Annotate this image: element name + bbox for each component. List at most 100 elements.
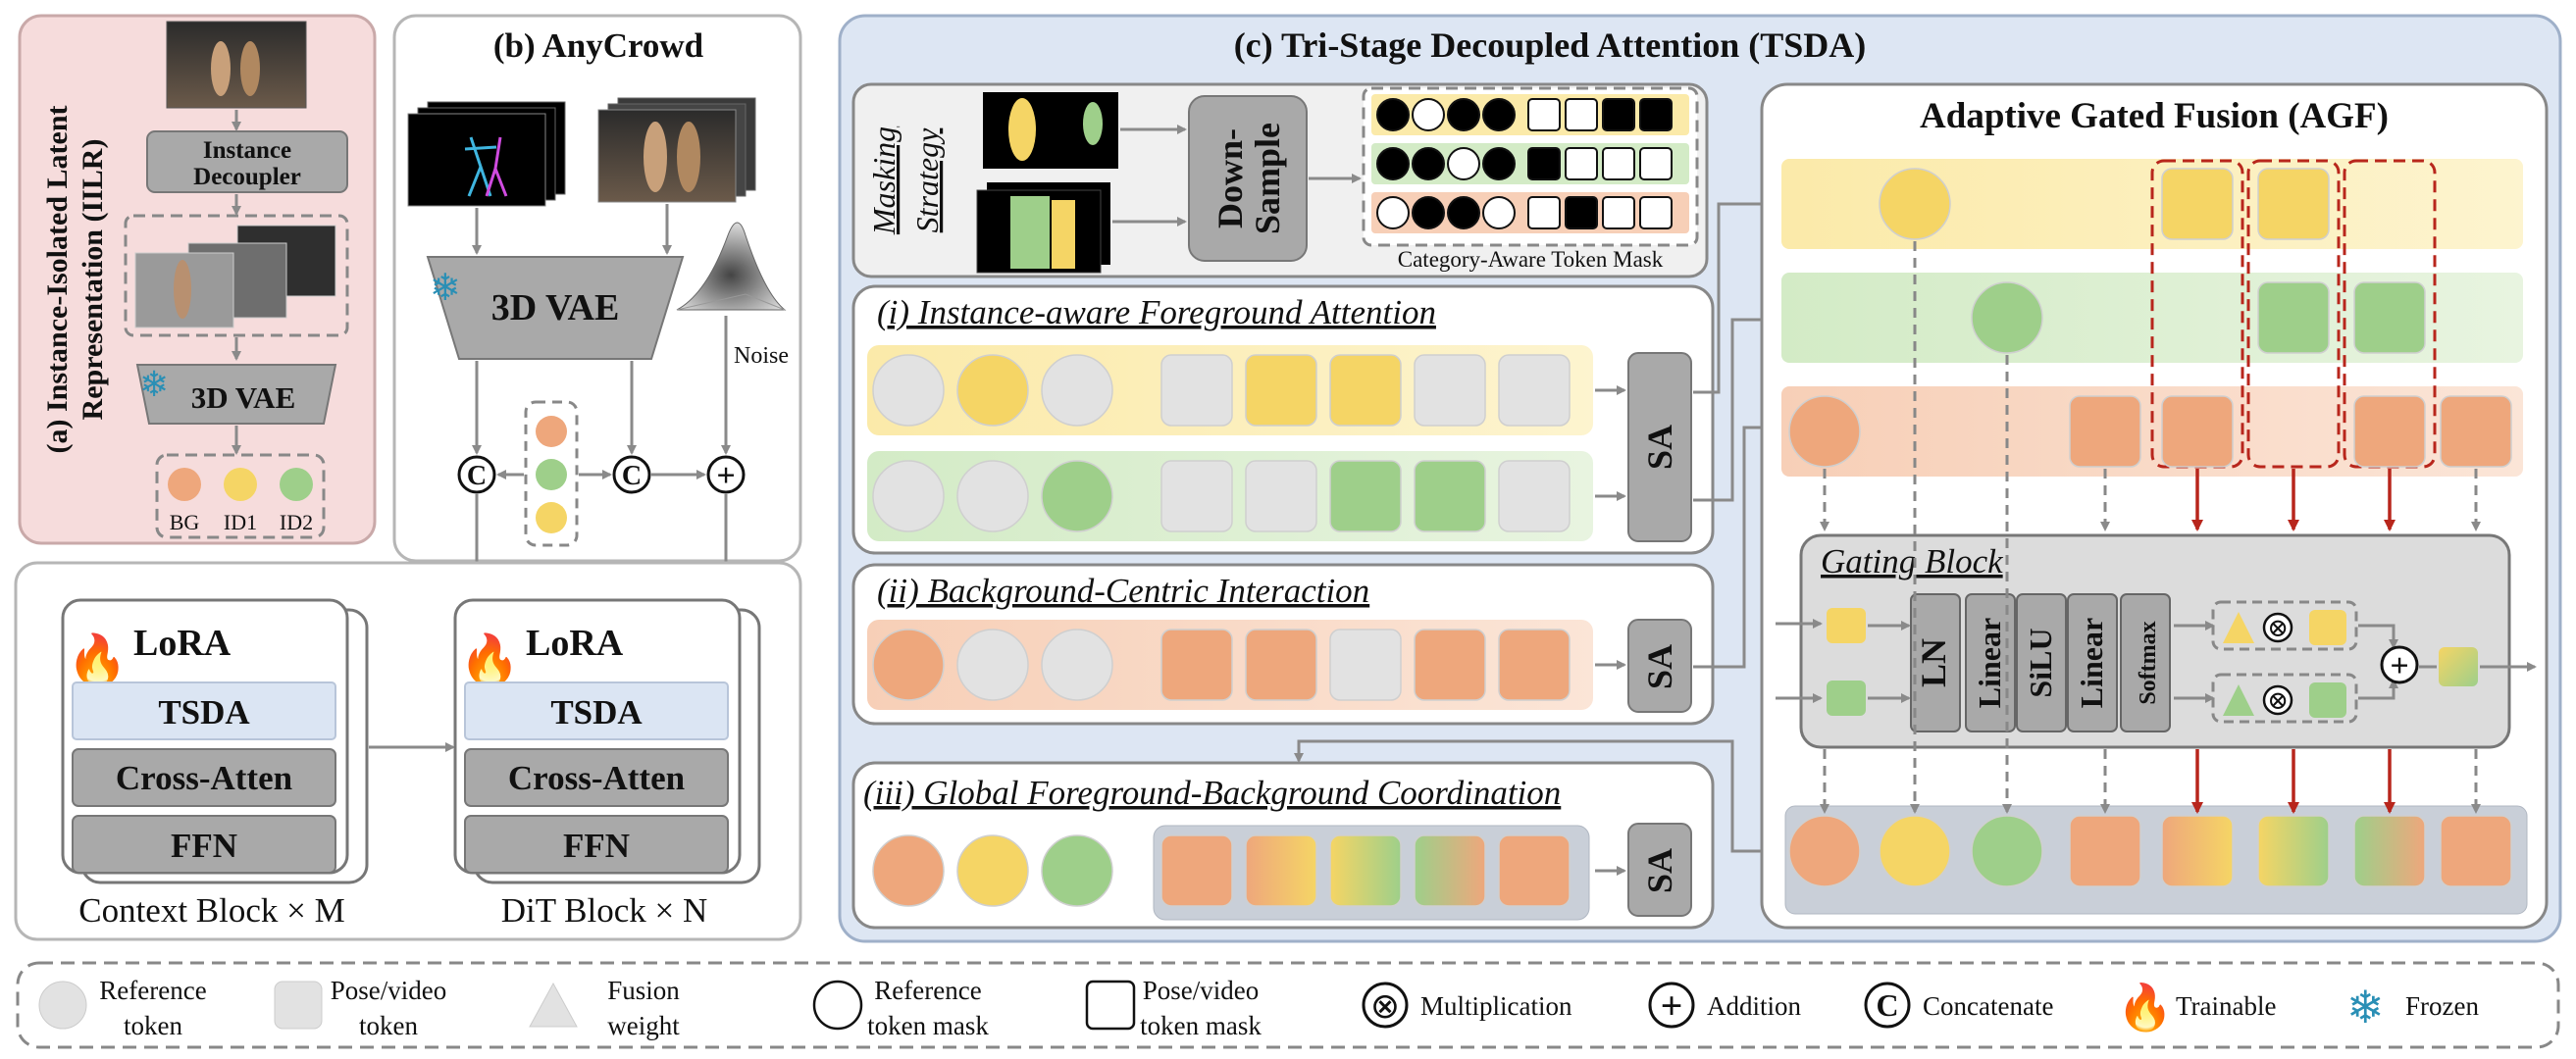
legend-item-concatenate: C Concatenate [1864,982,2053,1029]
svg-text:Noise: Noise [734,343,789,369]
gate-layer-label: Linear [2074,618,2109,708]
latent-group [155,453,326,539]
legend-label: token [359,1011,418,1040]
svg-text:Down-: Down- [1211,128,1250,228]
gate-layer-softmax [2120,593,2171,732]
decoupled-frames-group [124,214,349,337]
pose-video-token [1498,460,1571,532]
adaptive-gated-fusion: Adaptive Gated Fusion (AGF) Gating Block… [1760,82,2549,930]
legend-label: Pose/video [1143,976,1260,1005]
reference-token [1788,395,1861,468]
masking-strategy: Masking Strategy Down- Sample Category-A… [851,82,1709,278]
panel-a-title-line2: Representation (IILR) [77,139,109,421]
reference-token [956,354,1029,427]
agf-title: Adaptive Gated Fusion (AGF) [1920,96,2389,136]
pose-video-token [2161,395,2234,468]
legend-item-frozen-snowflake: ❄Frozen [2346,981,2479,1034]
instance-decoupler-block [146,130,348,193]
pose-video-token [2161,168,2234,240]
svg-text:ID1: ID1 [224,510,257,534]
svg-text:3D VAE: 3D VAE [491,287,620,328]
id1-latent [224,468,257,501]
reference-mask-token [1447,196,1480,229]
panel-b-anycrowd: (b) AnyCrowd 3D VAE ❄ Noise [215,14,802,594]
reference-mask-token [1482,98,1516,131]
svg-text:3D VAE: 3D VAE [191,380,296,415]
reference-token [1971,281,2043,354]
downsample-block [1188,95,1308,262]
svg-text:FFN: FFN [563,827,630,865]
legend-item-trainable-fire: 🔥Trainable [2117,981,2277,1034]
multiplication-icon [2262,612,2293,643]
reference-token [956,629,1029,701]
legend-item-multiplication: ⊗Multiplication [1362,982,1572,1029]
legend-label: Reference [99,976,206,1005]
addition-glyph: + [1661,983,1683,1028]
noise-input: Noise [676,222,789,369]
dit-block: 🔥 LoRA TSDA Cross-Atten FFN DiT Block × … [453,598,761,930]
svg-text:Instance: Instance [203,137,291,164]
panel-a-iilr: (a) Instance-Isolated Latent Representat… [18,14,377,545]
svg-text:Category-Aware Token Mask: Category-Aware Token Mask [1398,247,1664,272]
stage-background-centric-interaction: (ii) Background-Centric Interaction SA [851,563,1715,726]
trainable-fire-icon: 🔥 [2117,981,2173,1034]
reference-token-mask-icon [812,980,863,1031]
panel-c-title: (c) Tri-Stage Decoupled Attention (TSDA) [1234,25,1867,65]
reference-token [956,460,1029,532]
pose-video-token [1160,460,1233,532]
reference-token-icon [38,981,87,1030]
reference-token [1879,168,1951,240]
concatenate-glyph: C [1876,987,1898,1023]
pose-video-token [2353,395,2426,468]
pose-mask-token [1602,98,1635,131]
frozen-snowflake-icon: ❄ [2346,981,2385,1034]
svg-text:Masking: Masking [866,126,902,235]
svg-text:Decoupler: Decoupler [193,164,301,190]
reference-token [1041,834,1113,907]
pose-video-input [407,101,566,207]
reference-token [1041,629,1113,701]
legend-label: weight [607,1011,680,1040]
gate-layer-silu [2016,593,2067,732]
pose-video-token [1160,629,1233,701]
fusion-weight-icon [2223,612,2254,643]
pose-video-token [1245,629,1317,701]
reference-token [872,834,945,907]
svg-text:⊗: ⊗ [2267,686,2289,715]
stage-global-foreground-background-coordination: (iii) Global Foreground-Background Coord… [851,761,1715,930]
pose-mask-token [1565,196,1598,229]
legend-label: Trainable [2176,991,2277,1021]
gate-layer-label: Softmax [2136,621,2161,704]
gate-layer-linear [2067,593,2118,732]
reference-mask-token [1447,98,1480,131]
gate-layer-label: LN [1914,638,1953,687]
pose-video-token-icon [274,981,323,1030]
concatenate-icon [612,455,651,494]
gate-layer-linear [1965,593,2016,732]
pose-video-token [2069,395,2141,468]
legend-label: Addition [1707,991,1802,1021]
pose-video-token-mask-icon [1085,980,1136,1031]
legend-label: Reference [874,976,981,1005]
svg-text:C: C [622,461,642,491]
svg-text:Cross-Atten: Cross-Atten [508,759,685,797]
frozen-snowflake-icon: ❄ [139,365,169,405]
panel-a-3d-vae [135,364,337,425]
fused-pose-video-token [2257,815,2330,887]
stage-iii-sa-block [1627,823,1692,917]
pose-video-token [1329,629,1402,701]
svg-text:⊗: ⊗ [2267,614,2289,642]
legend-label: Concatenate [1923,991,2053,1021]
svg-text:Cross-Atten: Cross-Atten [116,759,292,797]
pose-mask-token [1639,98,1673,131]
id2-latent [280,468,313,501]
stage-iii-title: (iii) Global Foreground-Background Coord… [863,774,1561,812]
pose-mask-token [1527,147,1561,180]
reference-mask-token-empty [1376,196,1410,229]
reference-mask-token [1376,98,1410,131]
legend-label: Fusion [607,976,680,1005]
